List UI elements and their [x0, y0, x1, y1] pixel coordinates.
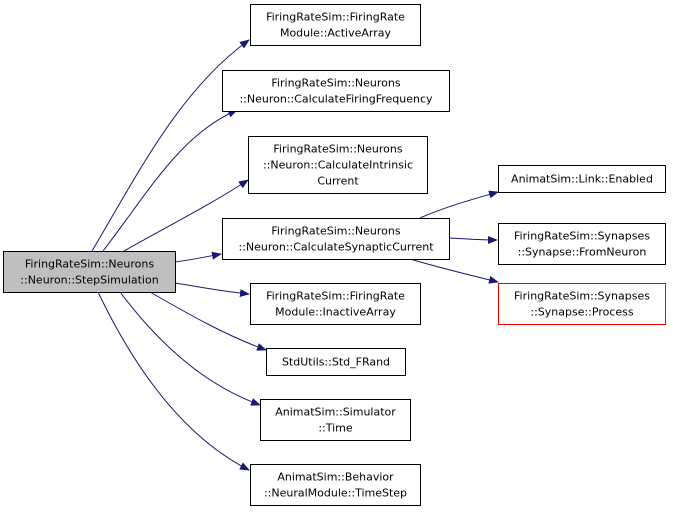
node-time[interactable]: AnimatSim::Simulator::Time — [260, 399, 411, 441]
node-box — [498, 283, 666, 325]
node-box — [222, 70, 450, 112]
node-label-line: ::Synapse::FromNeuron — [518, 246, 647, 259]
node-root[interactable]: FiringRateSim::Neurons::Neuron::StepSimu… — [3, 251, 176, 293]
node-label-line: FiringRateSim::Neurons — [273, 143, 402, 156]
node-label-line: ::Neuron::CalculateIntrinsic — [263, 159, 413, 172]
node-label-line: FiringRateSim::FiringRate — [266, 11, 405, 24]
node-label-line: Module::InactiveArray — [275, 306, 396, 319]
node-box — [250, 464, 421, 506]
node-calcfiringfreq[interactable]: FiringRateSim::Neurons::Neuron::Calculat… — [222, 70, 450, 112]
node-box — [222, 218, 450, 260]
edge-root-to-calcfiringfreq — [102, 109, 238, 252]
edge-root-to-calcsynaptic — [174, 251, 222, 263]
node-fromneuron[interactable]: FiringRateSim::Synapses::Synapse::FromNe… — [498, 223, 666, 265]
node-label-line: ::NeuralModule::TimeStep — [264, 487, 407, 500]
node-label-line: ::Time — [318, 422, 353, 435]
node-label-line: FiringRateSim::Neurons — [271, 77, 400, 90]
edge-root-to-timestep — [97, 291, 250, 471]
node-process[interactable]: FiringRateSim::Synapses::Synapse::Proces… — [498, 283, 666, 325]
node-label-line: Current — [317, 175, 359, 188]
node-label-line: ::Synapse::Process — [530, 306, 634, 319]
edge-root-to-time — [119, 291, 261, 406]
node-label-line: FiringRateSim::Synapses — [514, 290, 650, 303]
node-label-line: AnimatSim::Link::Enabled — [511, 173, 653, 186]
node-box — [266, 348, 406, 376]
edge-calcsynaptic-to-process — [409, 258, 499, 284]
node-calcsynaptic[interactable]: FiringRateSim::Neurons::Neuron::Calculat… — [222, 218, 450, 260]
node-label-line: Module::ActiveArray — [280, 27, 392, 40]
edge-root-to-activearray — [91, 39, 250, 252]
node-label-line: FiringRateSim::Neurons — [271, 225, 400, 238]
node-frand[interactable]: StdUtils::Std_FRand — [266, 348, 406, 376]
edge-calcsynaptic-to-enabled — [419, 190, 499, 219]
node-label-line: AnimatSim::Behavior — [277, 471, 394, 484]
node-label-line: FiringRateSim::Synapses — [514, 230, 650, 243]
node-timestep[interactable]: AnimatSim::Behavior::NeuralModule::TimeS… — [250, 464, 421, 506]
node-label-line: FiringRateSim::FiringRate — [266, 290, 405, 303]
node-box — [498, 223, 666, 265]
node-label-line: FiringRateSim::Neurons — [25, 258, 154, 271]
node-label-line: ::Neuron::CalculateFiringFrequency — [239, 93, 433, 106]
edge-root-to-frand — [149, 291, 267, 351]
nodes-layer: FiringRateSim::Neurons::Neuron::StepSimu… — [3, 4, 666, 506]
node-label-line: ::Neuron::CalculateSynapticCurrent — [238, 241, 434, 254]
node-inactivearray[interactable]: FiringRateSim::FiringRateModule::Inactiv… — [250, 283, 421, 325]
node-box — [248, 136, 428, 194]
edges-layer — [91, 39, 499, 471]
node-box — [250, 4, 421, 46]
node-enabled[interactable]: AnimatSim::Link::Enabled — [498, 165, 666, 193]
node-label-line: StdUtils::Std_FRand — [282, 356, 390, 369]
node-box — [250, 283, 421, 325]
edge-calcsynaptic-to-fromneuron — [448, 235, 498, 244]
node-label-line: ::Neuron::StepSimulation — [20, 274, 158, 287]
node-box — [3, 251, 176, 293]
node-box — [260, 399, 411, 441]
node-label-line: AnimatSim::Simulator — [275, 406, 396, 419]
node-activearray[interactable]: FiringRateSim::FiringRateModule::ActiveA… — [250, 4, 421, 46]
node-calcintrinsic[interactable]: FiringRateSim::Neurons::Neuron::Calculat… — [248, 136, 428, 194]
edge-root-to-inactivearray — [174, 282, 250, 298]
edge-root-to-calcintrinsic — [123, 179, 249, 252]
node-box — [498, 165, 666, 193]
